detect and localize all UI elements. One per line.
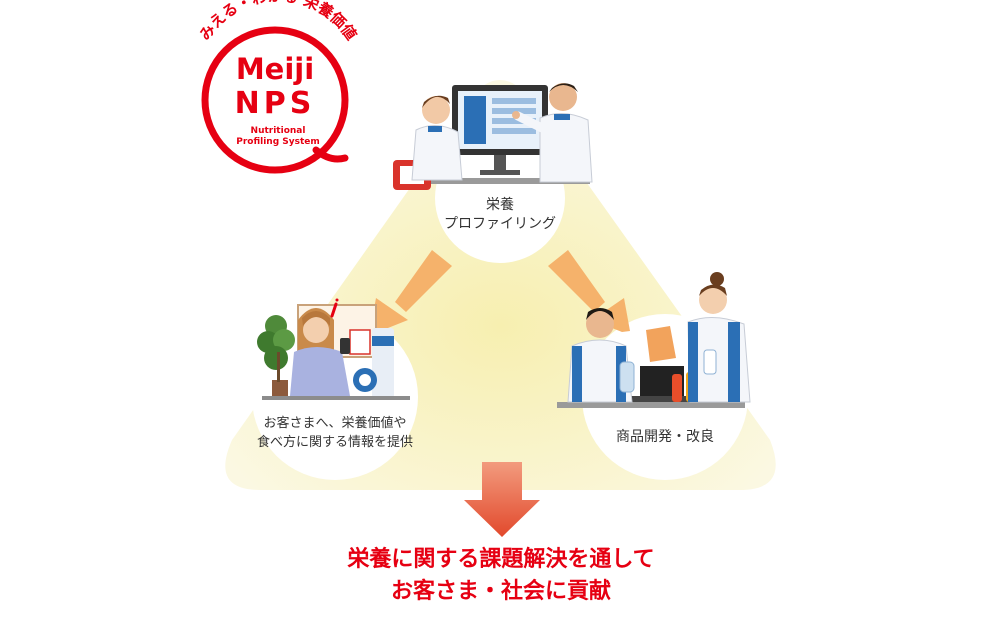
profiling-illustration bbox=[393, 83, 593, 190]
logo-sub1: Nutritional bbox=[251, 126, 306, 136]
profiling-label-line2: プロファイリング bbox=[444, 216, 556, 232]
profiling-node-circle bbox=[435, 133, 565, 263]
customer-illustration bbox=[257, 298, 410, 400]
logo-nps: NPS bbox=[235, 86, 316, 121]
customer-info-line2: 食べ方に関する情報を提供 bbox=[256, 435, 413, 450]
customer-info-line1: お客さまへ、栄養価値や bbox=[263, 416, 407, 431]
arrow-to-customer bbox=[370, 250, 452, 332]
customer-info-label: お客さまへ、栄養価値や 食べ方に関する情報を提供 bbox=[230, 414, 440, 452]
product-dev-line: 商品開発・改良 bbox=[616, 429, 714, 445]
conclusion-line2: お客さま・社会に貢献 bbox=[390, 579, 611, 604]
product-dev-label: 商品開発・改良 bbox=[585, 428, 745, 447]
meiji-nps-logo: みえる・わかる 栄養価値 Meiji NPS Nutritional Profi… bbox=[196, 0, 361, 174]
logo-sub2: Profiling System bbox=[236, 137, 320, 147]
down-arrow bbox=[464, 462, 540, 537]
product-illustration bbox=[557, 272, 751, 408]
logo-meiji: Meiji bbox=[236, 52, 314, 86]
profiling-label-line1: 栄養 bbox=[486, 197, 514, 213]
logo-arc-text: みえる・わかる 栄養価値 bbox=[196, 0, 361, 44]
conclusion-line1: 栄養に関する課題解決を通して bbox=[347, 547, 655, 572]
profiling-label: 栄養 プロファイリング bbox=[420, 196, 580, 234]
